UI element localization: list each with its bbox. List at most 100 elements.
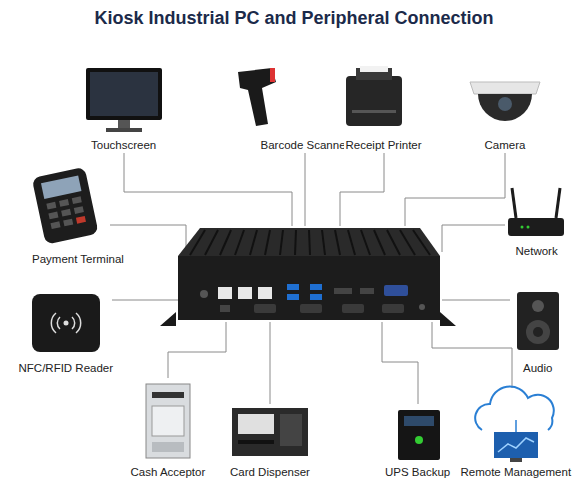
industrial-pc (287, 294, 299, 300)
industrial-pc (384, 285, 408, 296)
peripheral-label: Payment Terminal (30, 252, 126, 266)
peripheral-node: Payment Terminal (30, 252, 126, 266)
industrial-pc (220, 305, 230, 312)
leader-lines (112, 300, 178, 301)
peripheral-node: Remote Management (459, 465, 574, 479)
ups-icon (398, 410, 440, 460)
card-dispenser-icon (280, 414, 302, 446)
payment-terminal-icon (76, 216, 86, 224)
payment-terminal-icon (46, 196, 86, 229)
monitor-icon (118, 120, 130, 128)
industrial-pc (238, 287, 252, 299)
industrial-pc (254, 304, 276, 313)
leader-lines (382, 322, 418, 404)
peripheral-label: Card Dispenser (228, 465, 312, 479)
industrial-pc (190, 230, 205, 255)
peripheral-node: Barcode Scanner (259, 138, 352, 152)
diagram-title: Kiosk Industrial PC and Peripheral Conne… (0, 8, 588, 29)
industrial-pc (200, 290, 208, 298)
payment-terminal-icon (32, 167, 99, 245)
industrial-pc (235, 230, 244, 255)
industrial-pc (220, 230, 231, 255)
leader-lines (340, 153, 384, 226)
industrial-pc (387, 230, 400, 255)
industrial-pc (178, 228, 440, 256)
payment-terminal-icon (32, 167, 99, 245)
industrial-pc (310, 284, 322, 290)
printer-icon (346, 66, 402, 126)
camera-icon (478, 94, 532, 121)
nfc-reader-icon (51, 313, 80, 333)
router-icon (521, 226, 524, 229)
card-dispenser-icon (238, 440, 274, 444)
industrial-pc (382, 304, 404, 313)
scanner-icon (238, 68, 276, 126)
industrial-pc (334, 288, 352, 294)
cloud-icon (475, 386, 554, 430)
peripheral-node: Card Dispenser (228, 465, 312, 479)
peripheral-node: Camera (483, 138, 528, 152)
leader-lines (110, 225, 186, 252)
speaker-icon (526, 320, 550, 344)
payment-terminal-icon (61, 209, 71, 217)
payment-terminal-icon (63, 219, 73, 227)
card-dispenser-icon (232, 408, 308, 456)
cash-acceptor-icon (146, 384, 190, 458)
industrial-pc (360, 288, 374, 294)
industrial-pc (178, 256, 440, 320)
scanner-icon (270, 68, 275, 82)
industrial-pc (400, 230, 415, 255)
nfc-reader-icon (32, 294, 100, 352)
peripheral-label: UPS Backup (383, 465, 453, 479)
cash-acceptor-icon (152, 442, 184, 452)
monitor-icon (86, 68, 162, 120)
peripheral-label: Audio (521, 361, 555, 375)
cash-acceptor-icon (152, 392, 184, 398)
router-icon (527, 226, 530, 229)
industrial-pc (419, 304, 425, 310)
industrial-pc (250, 230, 257, 255)
ups-icon (404, 416, 434, 426)
leader-lines (432, 322, 512, 388)
industrial-pc (322, 230, 325, 255)
peripheral-label: Touchscreen (89, 138, 159, 152)
peripheral-node: Receipt Printer (344, 138, 425, 152)
cloud-icon (494, 432, 538, 458)
camera-icon (470, 82, 540, 94)
cloud-icon (510, 458, 522, 462)
peripheral-node: Network (514, 244, 561, 258)
leader-lines (442, 225, 505, 252)
speaker-icon (517, 292, 559, 350)
industrial-pc (309, 230, 310, 255)
monitor-icon (90, 72, 158, 116)
monitor-icon (86, 68, 162, 132)
leader-lines (110, 153, 512, 404)
payment-terminal-icon (50, 221, 60, 229)
peripheral-label: NFC/RFID Reader (17, 361, 116, 375)
payment-terminal-icon (48, 212, 58, 220)
camera-icon (470, 82, 540, 121)
industrial-pc (265, 230, 270, 255)
cloud-icon (498, 438, 534, 452)
industrial-pc (300, 304, 322, 313)
peripheral-label: Receipt Printer (344, 138, 425, 152)
peripheral-label: Camera (483, 138, 528, 152)
printer-icon (360, 66, 388, 72)
nfc-reader-icon (64, 321, 69, 326)
industrial-pc (335, 230, 340, 255)
industrial-pc (342, 304, 364, 313)
industrial-pc (280, 230, 283, 255)
router-icon (508, 218, 564, 236)
leader-lines (305, 153, 306, 226)
scanner-icon (238, 68, 276, 126)
industrial-pc (205, 230, 218, 255)
leader-lines (124, 153, 292, 226)
peripheral-node: NFC/RFID Reader (17, 361, 116, 375)
cloud-icon (475, 386, 554, 462)
monitor-icon (106, 128, 142, 132)
leader-lines (270, 322, 271, 404)
router-icon (508, 188, 564, 236)
industrial-pc (160, 228, 456, 326)
industrial-pc (218, 287, 232, 299)
